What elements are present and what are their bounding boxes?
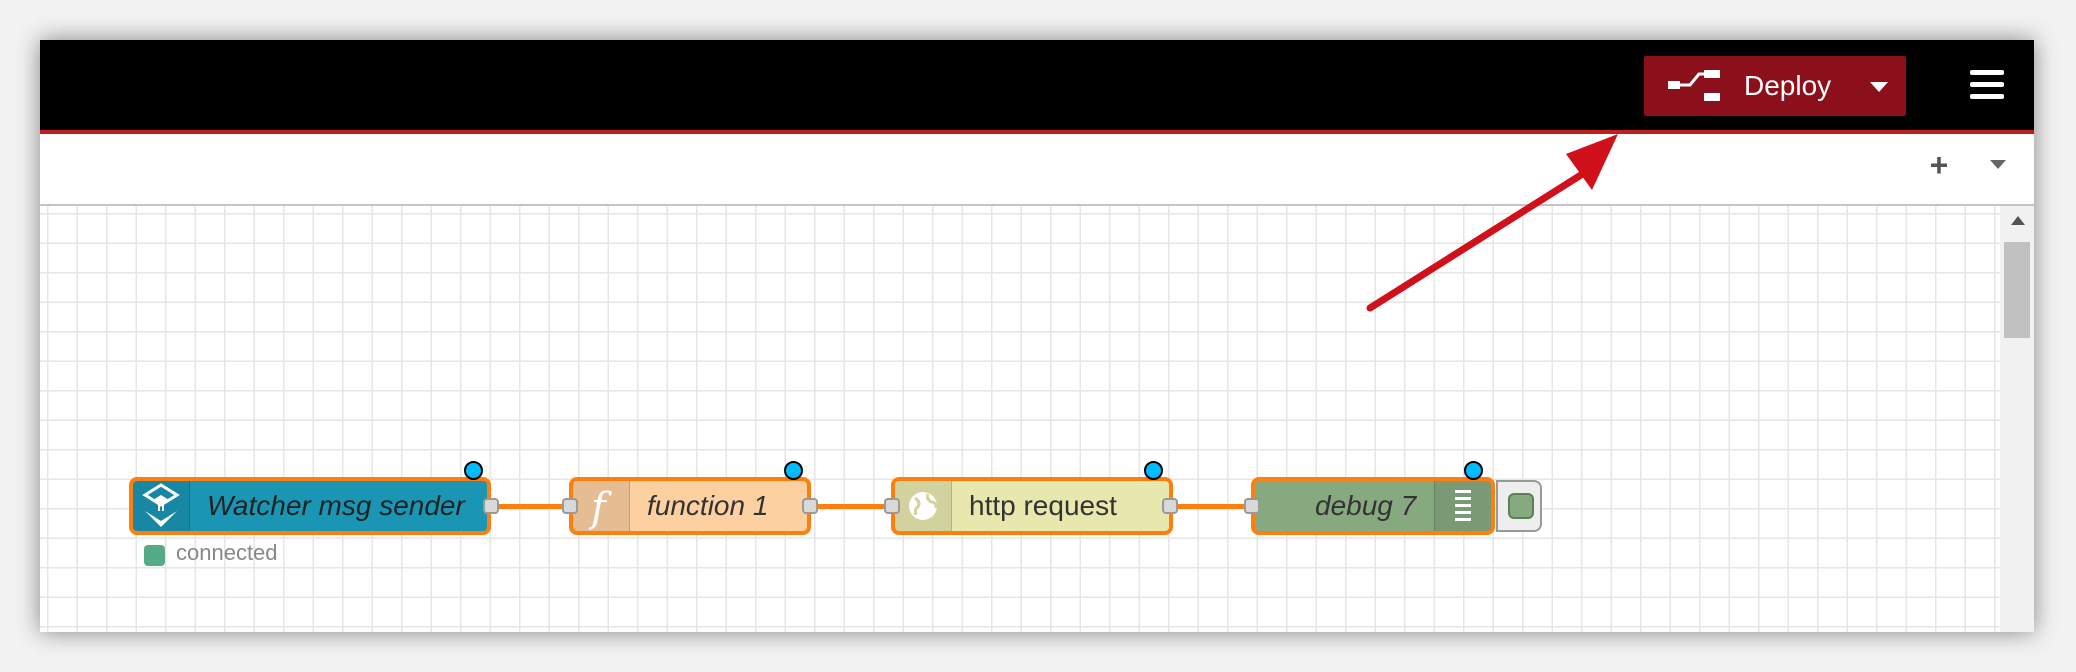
output-port[interactable]: [1162, 498, 1178, 514]
deploy-label: Deploy: [1744, 70, 1832, 101]
deploy-icon: [1668, 70, 1720, 101]
input-port[interactable]: [562, 498, 578, 514]
node-red-editor: Deploy + Watcher msg sender conne: [40, 40, 2034, 632]
node-status-text: connected: [176, 540, 278, 565]
debug-list-icon: [1434, 481, 1491, 531]
node-label: http request: [969, 490, 1117, 521]
output-port[interactable]: [483, 498, 499, 514]
output-port[interactable]: [802, 498, 818, 514]
flow-node-debug-7[interactable]: debug 7: [1251, 477, 1495, 535]
watcher-icon: [133, 481, 190, 531]
scroll-up-arrow-icon[interactable]: [2011, 216, 2025, 225]
vertical-scrollbar[interactable]: [2000, 206, 2034, 632]
node-changed-indicator: [1464, 461, 1483, 480]
svg-text:f: f: [588, 485, 612, 531]
deploy-dropdown-icon[interactable]: [1870, 82, 1888, 92]
input-port[interactable]: [884, 498, 900, 514]
globe-icon: [895, 481, 952, 531]
function-icon: f: [573, 481, 630, 531]
wire[interactable]: [1170, 504, 1252, 509]
node-label: debug 7: [1315, 490, 1417, 521]
node-changed-indicator: [784, 461, 803, 480]
workspace-tabs: +: [40, 134, 2034, 206]
flow-node-http-request[interactable]: http request: [891, 477, 1173, 535]
chevron-down-icon[interactable]: [1990, 160, 2006, 169]
scrollbar-thumb[interactable]: [2004, 242, 2030, 338]
flow-node-watcher-msg-sender[interactable]: Watcher msg sender: [129, 477, 491, 535]
debug-toggle-button[interactable]: [1496, 480, 1542, 532]
header-bar: Deploy: [40, 40, 2034, 134]
wire[interactable]: [810, 504, 892, 509]
node-changed-indicator: [464, 461, 483, 480]
input-port[interactable]: [1244, 498, 1260, 514]
node-label: Watcher msg sender: [207, 490, 465, 521]
status-dot: [144, 545, 165, 566]
node-changed-indicator: [1144, 461, 1163, 480]
flow-canvas[interactable]: [40, 206, 2000, 632]
hamburger-menu-icon[interactable]: [1970, 70, 2004, 100]
node-label: function 1: [647, 490, 769, 521]
flow-node-function-1[interactable]: f function 1: [569, 477, 811, 535]
add-flow-plus-icon[interactable]: +: [1929, 147, 1949, 183]
deploy-button[interactable]: Deploy: [1644, 56, 1906, 116]
wire[interactable]: [488, 504, 570, 509]
